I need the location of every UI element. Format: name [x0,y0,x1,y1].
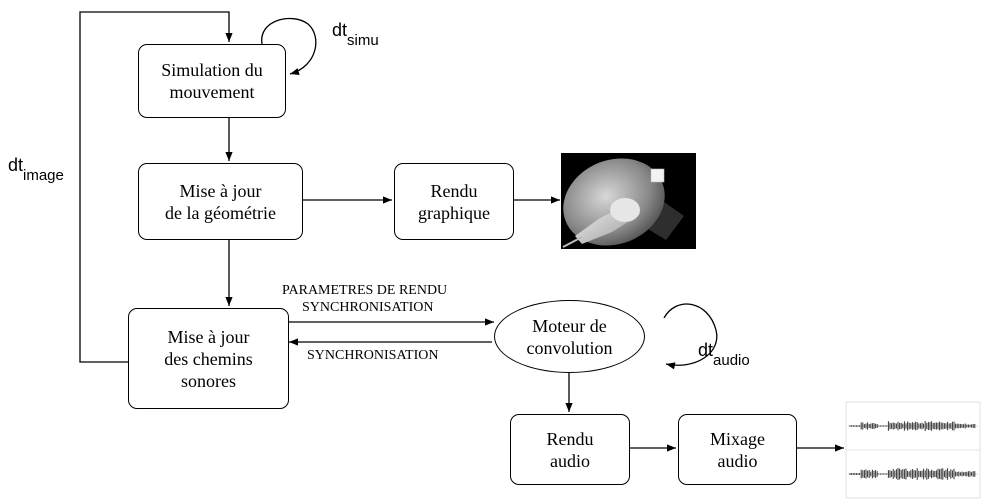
waveform-track-bottom [849,468,976,480]
simulation-label-line1: Simulation du [161,60,263,80]
graphic-render-label-line1: Rendu [430,180,478,201]
sound-paths-label-line3: sonores [181,370,236,391]
edge-label-sync-backward: SYNCHRONISATION [307,348,439,363]
audio-self-loop [663,303,718,370]
dt-simu-sub: simu [347,32,379,49]
audio-render-label-line1: Rendu [546,428,594,449]
audio-render-node: Rendu audio [510,414,630,485]
sound-paths-label-line1: Mise à jour [167,326,250,347]
convolution-engine-node: Moteur de convolution [494,300,645,373]
audio-mix-label-line2: audio [717,450,758,471]
edge-label-sync-forward: SYNCHRONISATION [302,300,434,315]
dt-audio-label: dtaudio [698,340,750,369]
engine-label-line2: convolution [526,337,613,358]
audio-render-label-line2: audio [550,450,590,471]
edge-label-parametres: PARAMETRES DE RENDU [282,283,448,298]
audio-waveform-image [845,401,981,499]
geometry-label-line1: Mise à jour [179,180,262,201]
dt-simu-base: dt [332,20,348,40]
graphic-render-node: Rendu graphique [394,163,514,240]
sound-paths-label-line2: des chemins [164,348,253,369]
dt-image-sub: image [23,167,64,184]
simulation-label-line2: mouvement [169,82,255,102]
graphic-render-label-line2: graphique [418,202,490,223]
rendered-scene-image [561,153,696,249]
audio-mix-label-line1: Mixage [710,428,765,449]
dt-image-label: dtimage [8,155,64,184]
geometry-label-line2: de la géométrie [165,202,276,223]
dt-audio-base: dt [698,340,714,360]
dt-simu-label: dtsimu [332,20,379,49]
image-loop-edge [79,11,233,363]
dt-image-base: dt [8,155,24,175]
simulation-node: Simulation du mouvement [138,44,286,118]
simu-self-loop [261,17,317,75]
waveform-track-top [849,421,976,431]
engine-label-line1: Moteur de [532,315,607,336]
sound-paths-node: Mise à jour des chemins sonores [128,308,289,409]
dt-audio-sub: audio [713,352,750,369]
audio-mix-node: Mixage audio [678,414,797,485]
geometry-node: Mise à jour de la géométrie [138,163,303,240]
